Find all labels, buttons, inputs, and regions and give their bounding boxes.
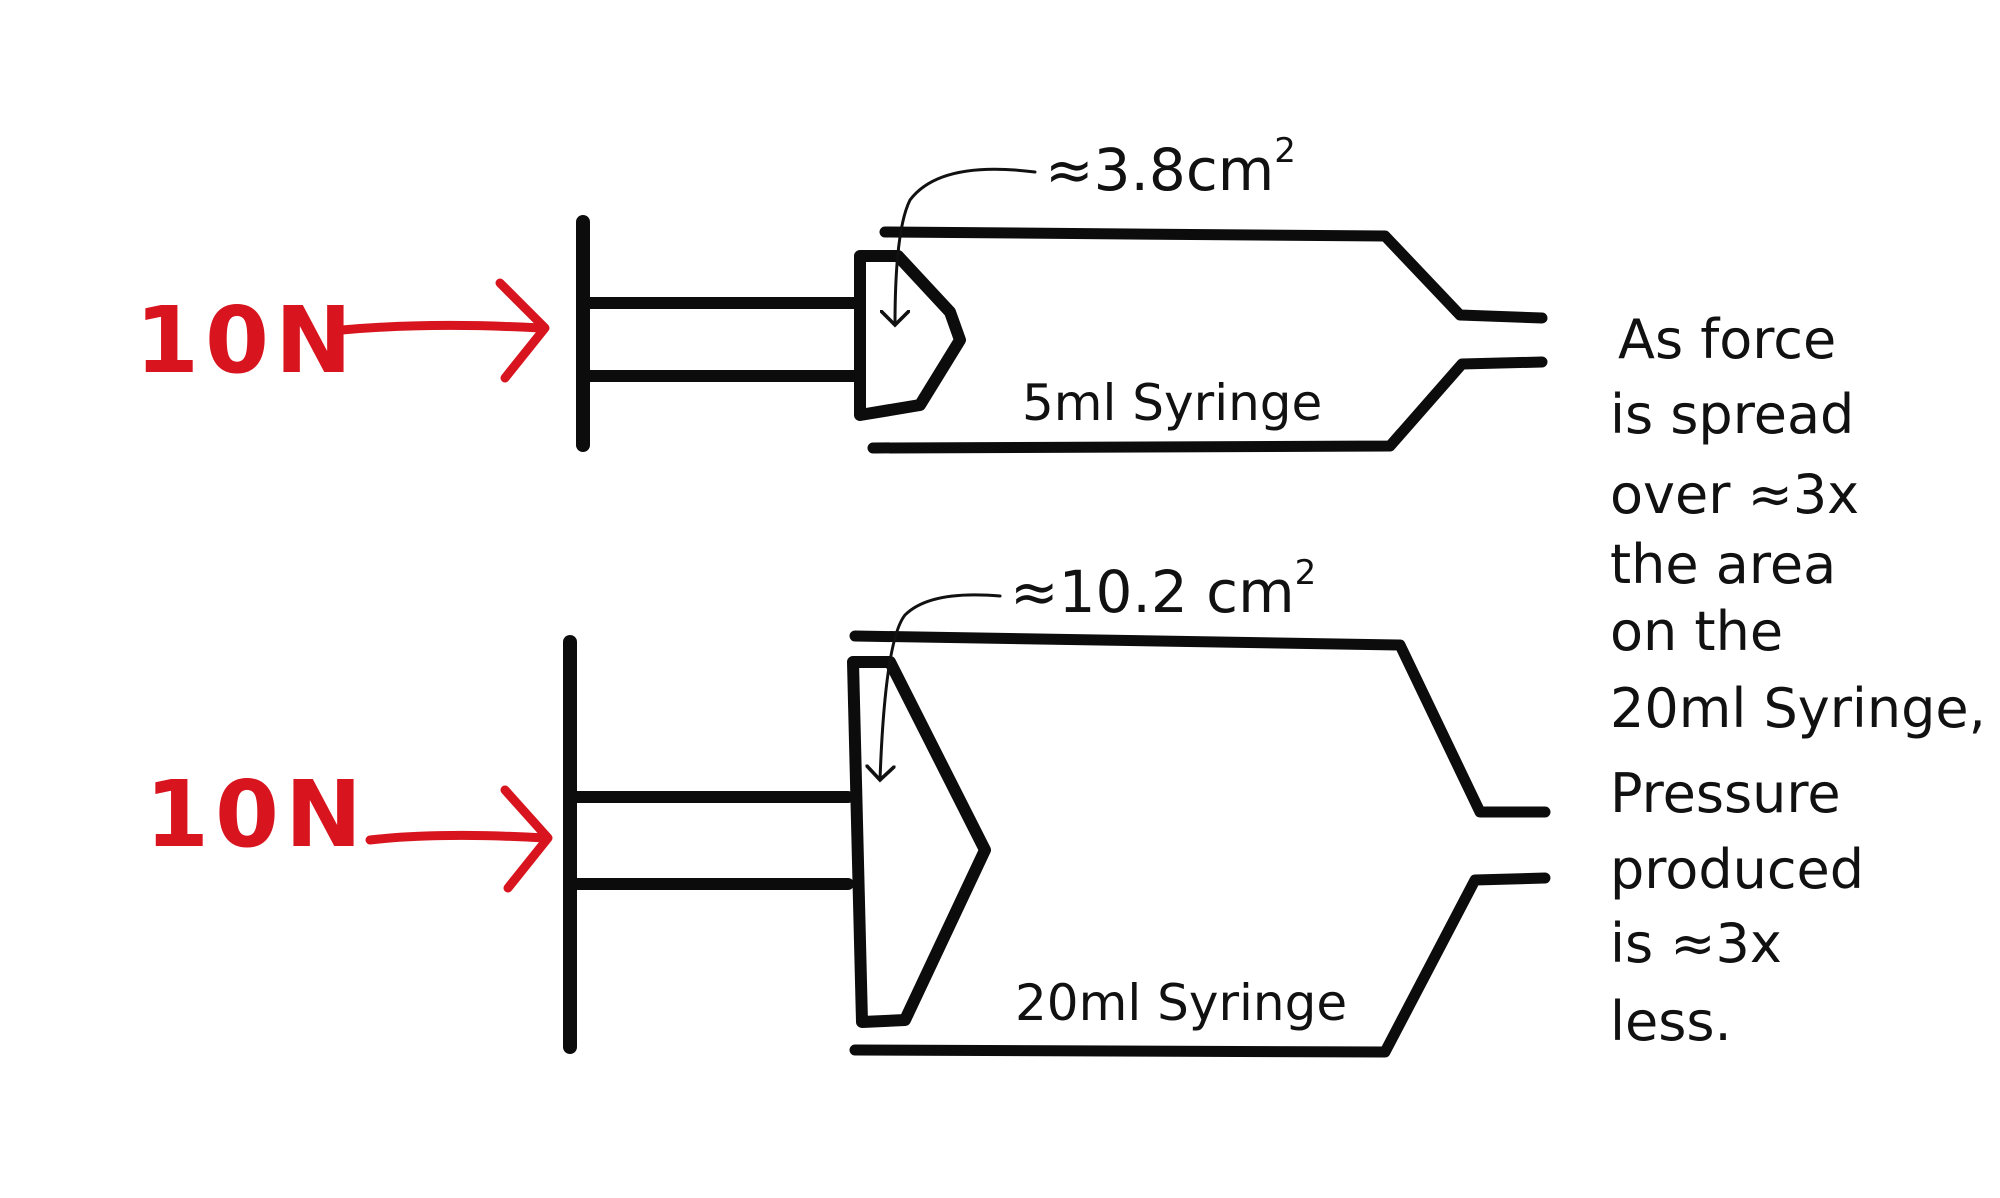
barrel-bottom [849, 630, 1551, 1058]
note-line: is ≈3x [1610, 912, 1782, 975]
note-line: on the [1610, 600, 1783, 663]
note-line: the area [1610, 533, 1836, 596]
note-line: less. [1610, 990, 1732, 1053]
plunger-seal-bottom [847, 656, 991, 1028]
force-arrow-bottom-icon [365, 785, 553, 893]
note-line: Pressure [1610, 762, 1841, 825]
force-label-top: 10N [135, 287, 358, 394]
plunger-rod-bottom [566, 791, 854, 890]
force-label-bottom: 10N [145, 761, 368, 868]
syringe-name-top: 5ml Syringe [1022, 374, 1322, 432]
note-line: 20ml Syringe, [1610, 677, 1986, 740]
syringe-5ml: 10N ≈3.8cm2 5ml Syringe [135, 131, 1548, 454]
note-line: As force [1618, 308, 1836, 371]
note-line: produced [1610, 838, 1864, 901]
area-pointer-top-icon [895, 167, 1037, 325]
note-line: is spread [1610, 383, 1854, 446]
syringe-name-bottom: 20ml Syringe [1015, 974, 1347, 1032]
syringe-20ml: 10N ≈10.2 cm2 20ml Syringe [145, 553, 1551, 1058]
plunger-seal-top [854, 250, 966, 421]
explanation-note: As force is spread over ≈3x the area on … [1610, 308, 1986, 1053]
note-line: over ≈3x [1610, 463, 1859, 526]
area-label-top: ≈3.8cm2 [1045, 131, 1296, 204]
plunger-rod-top [579, 297, 861, 382]
force-arrow-top-icon [337, 278, 550, 383]
barrel-top [867, 226, 1548, 454]
area-label-bottom: ≈10.2 cm2 [1010, 553, 1316, 626]
area-pointer-bottom-icon [880, 593, 1002, 780]
